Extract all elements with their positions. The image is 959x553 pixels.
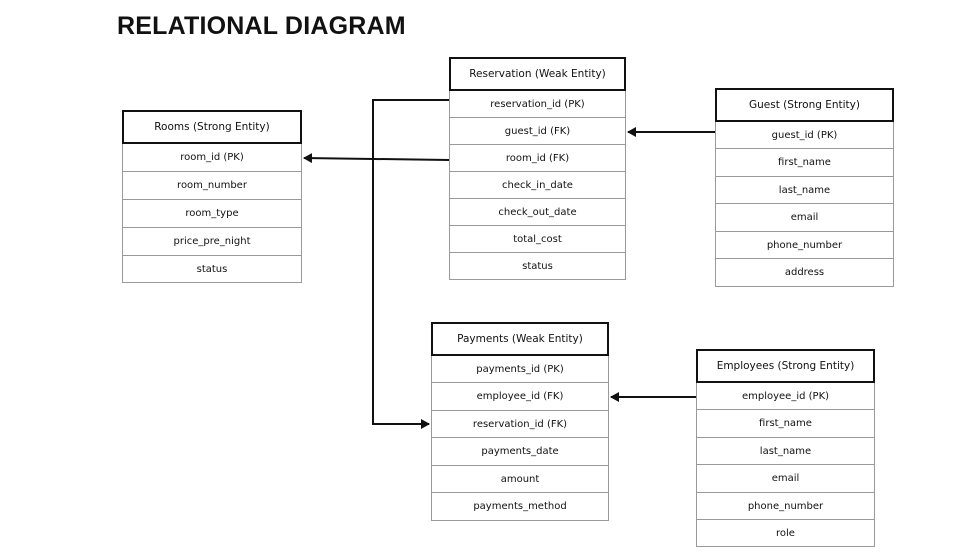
attribute-row: phone_number <box>696 493 875 520</box>
attribute-row: employee_id (PK) <box>696 383 875 410</box>
attribute-row: room_id (FK) <box>449 145 626 172</box>
entity-guest: Guest (Strong Entity) guest_id (PK) firs… <box>715 88 894 287</box>
attribute-row: check_in_date <box>449 172 626 199</box>
entity-header-payments: Payments (Weak Entity) <box>431 322 609 356</box>
entity-employees: Employees (Strong Entity) employee_id (P… <box>696 349 875 547</box>
attribute-row: role <box>696 520 875 547</box>
attribute-row: payments_method <box>431 493 609 521</box>
attribute-row: email <box>696 465 875 493</box>
attribute-row: last_name <box>696 438 875 465</box>
attribute-row: guest_id (FK) <box>449 118 626 145</box>
attribute-row: price_pre_night <box>122 228 302 256</box>
attribute-row: first_name <box>696 410 875 438</box>
entity-reservation: Reservation (Weak Entity) reservation_id… <box>449 57 626 280</box>
attribute-row: last_name <box>715 177 894 204</box>
attribute-row: payments_date <box>431 438 609 466</box>
attribute-row: address <box>715 259 894 287</box>
attribute-row: status <box>122 256 302 283</box>
attribute-row: amount <box>431 466 609 493</box>
attribute-row: total_cost <box>449 226 626 253</box>
connector-room-id-arrow <box>303 153 450 164</box>
attribute-row: email <box>715 204 894 232</box>
entity-rooms: Rooms (Strong Entity) room_id (PK) room_… <box>122 110 302 283</box>
diagram-title: RELATIONAL DIAGRAM <box>117 12 406 40</box>
entity-header-reservation: Reservation (Weak Entity) <box>449 57 626 91</box>
entity-header-guest: Guest (Strong Entity) <box>715 88 894 122</box>
connector-reservation-id-arrow <box>372 99 449 429</box>
attribute-row: reservation_id (FK) <box>431 411 609 438</box>
attribute-row: payments_id (PK) <box>431 356 609 383</box>
attribute-row: reservation_id (PK) <box>449 91 626 118</box>
attribute-row: first_name <box>715 149 894 177</box>
attribute-row: guest_id (PK) <box>715 122 894 149</box>
attribute-row: room_type <box>122 200 302 228</box>
entity-header-employees: Employees (Strong Entity) <box>696 349 875 383</box>
attribute-row: employee_id (FK) <box>431 383 609 411</box>
attribute-row: check_out_date <box>449 199 626 226</box>
attribute-row: phone_number <box>715 232 894 259</box>
attribute-row: room_number <box>122 172 302 200</box>
entity-header-rooms: Rooms (Strong Entity) <box>122 110 302 144</box>
entity-payments: Payments (Weak Entity) payments_id (PK) … <box>431 322 609 521</box>
attribute-row: room_id (PK) <box>122 144 302 172</box>
attribute-row: status <box>449 253 626 280</box>
